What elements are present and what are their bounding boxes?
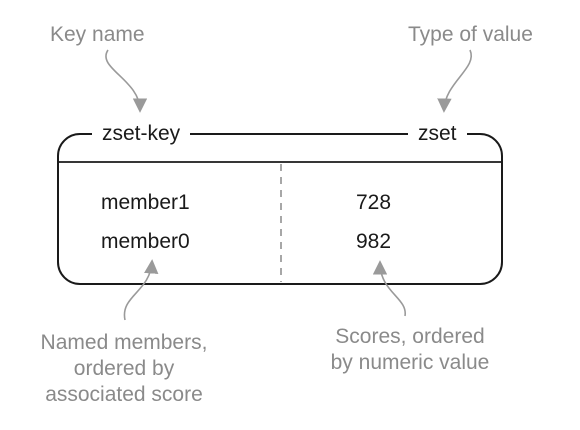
scores-callout: Scores, ordered by numeric value [305,324,515,376]
members-arrow [123,259,159,321]
member-cell: member0 [101,230,190,253]
scores-arrow [372,260,406,317]
key-name-arrow [105,49,148,113]
members-callout-line: associated score [45,383,203,406]
key-name-callout: Key name [50,23,145,46]
members-callout-line: Named members, [40,331,208,354]
member-cell: member1 [101,191,190,214]
score-cell: 982 [356,230,392,253]
type-arrow [437,49,473,113]
scores-callout-line: Scores, ordered [335,325,485,348]
score-cell: 728 [356,191,392,214]
members-callout: Named members, ordered by associated sco… [14,330,234,408]
zset-key-label: zset-key [92,121,191,147]
type-of-value-callout: Type of value [408,23,533,46]
scores-callout-line: by numeric value [330,351,490,374]
members-callout-line: ordered by [73,357,175,380]
zset-type-label: zset [408,121,467,147]
